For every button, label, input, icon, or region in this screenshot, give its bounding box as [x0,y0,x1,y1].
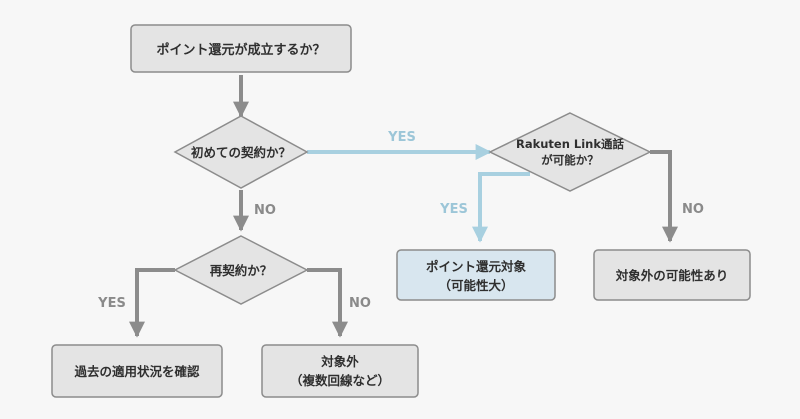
arrow-re-yes [129,268,175,338]
arrow-rakuten-no [650,150,678,243]
decision-first-contract-text: 初めての契約か？ [191,145,291,160]
start-node-text: ポイント還元が成立するか？ [156,42,325,58]
decision-rakuten-link: Rakuten Link通話 が可能か？ [488,112,652,192]
terminal-not-applicable: 対象外 （複数回線など） [261,344,419,398]
terminal-check-history-text: 過去の適用状況を確認 [73,364,200,379]
label-rakuten-yes: YES [439,202,468,217]
arrow-re-no [307,268,348,338]
terminal-eligible-line1: ポイント還元対象 [426,259,527,274]
terminal-eligible-line2: （可能性大） [438,278,513,293]
decision-first-contract: 初めての契約か？ [173,115,309,189]
terminal-likely-ineligible-text: 対象外の可能性あり [615,268,729,283]
terminal-eligible: ポイント還元対象 （可能性大） [396,249,556,301]
label-first-no: NO [254,203,276,218]
start-node: ポイント還元が成立するか？ [130,24,352,73]
terminal-not-applicable-line1: 対象外 [320,354,359,369]
label-re-no: NO [349,296,371,311]
terminal-not-applicable-line2: （複数回線など） [290,373,390,388]
label-re-yes: YES [97,296,126,311]
label-rakuten-no: NO [682,202,704,217]
decision-rakuten-link-line1: Rakuten Link通話 [516,137,625,151]
terminal-likely-ineligible: 対象外の可能性あり [593,249,751,301]
terminal-check-history: 過去の適用状況を確認 [51,344,223,398]
decision-re-contract: 再契約か？ [173,235,309,305]
decision-rakuten-link-line2: が可能か？ [541,153,599,167]
decision-re-contract-text: 再契約か？ [210,263,273,278]
label-first-yes: YES [387,130,416,145]
arrow-rakuten-yes [472,172,530,243]
